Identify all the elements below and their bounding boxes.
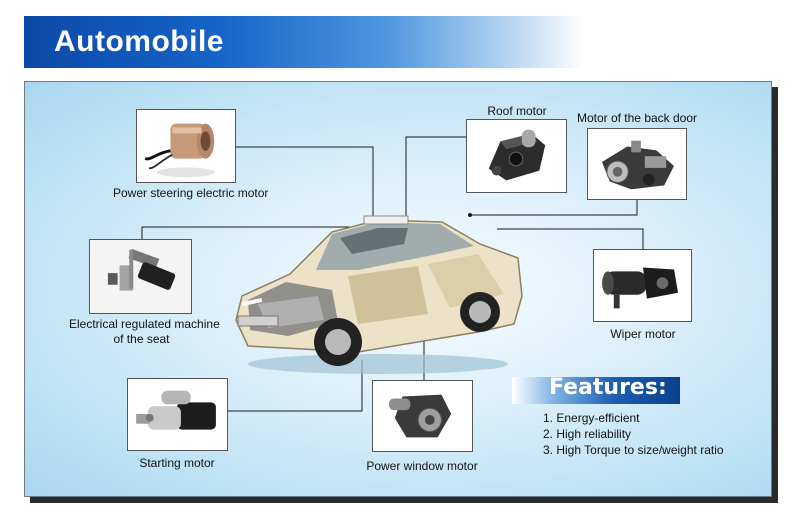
- label-roof-motor: Roof motor: [487, 104, 547, 118]
- title-banner: Automobile: [24, 16, 584, 68]
- label-seat-motor-line2: of the seat: [113, 332, 170, 346]
- seat-motor-photo: [89, 239, 192, 314]
- features-heading: Features:: [549, 375, 667, 400]
- label-back-door: Motor of the back door: [576, 111, 698, 125]
- power-steering-motor-photo: [136, 109, 236, 183]
- feature-item: 1. Energy-efficient: [543, 411, 640, 425]
- starting-motor-photo: [127, 378, 228, 451]
- label-seat-motor-line1: Electrical regulated machine: [69, 317, 220, 331]
- label-starting-motor: Starting motor: [139, 456, 215, 470]
- label-wiper-motor: Wiper motor: [610, 327, 676, 341]
- feature-item: 2. High reliability: [543, 427, 632, 441]
- features-banner: [512, 377, 680, 404]
- back-door-motor-photo: [587, 128, 687, 200]
- feature-item: 3. High Torque to size/weight ratio: [543, 443, 724, 457]
- power-window-motor-photo: [372, 380, 473, 452]
- label-power-window-motor: Power window motor: [366, 459, 478, 473]
- car-cutaway-illustration: [228, 204, 528, 380]
- label-power-steering: Power steering electric motor: [113, 186, 269, 200]
- roof-motor-photo: [466, 119, 567, 193]
- wiper-motor-photo: [593, 249, 692, 322]
- features-list: 1. Energy-efficient 2. High reliability …: [543, 410, 724, 458]
- page-title: Automobile: [54, 25, 224, 58]
